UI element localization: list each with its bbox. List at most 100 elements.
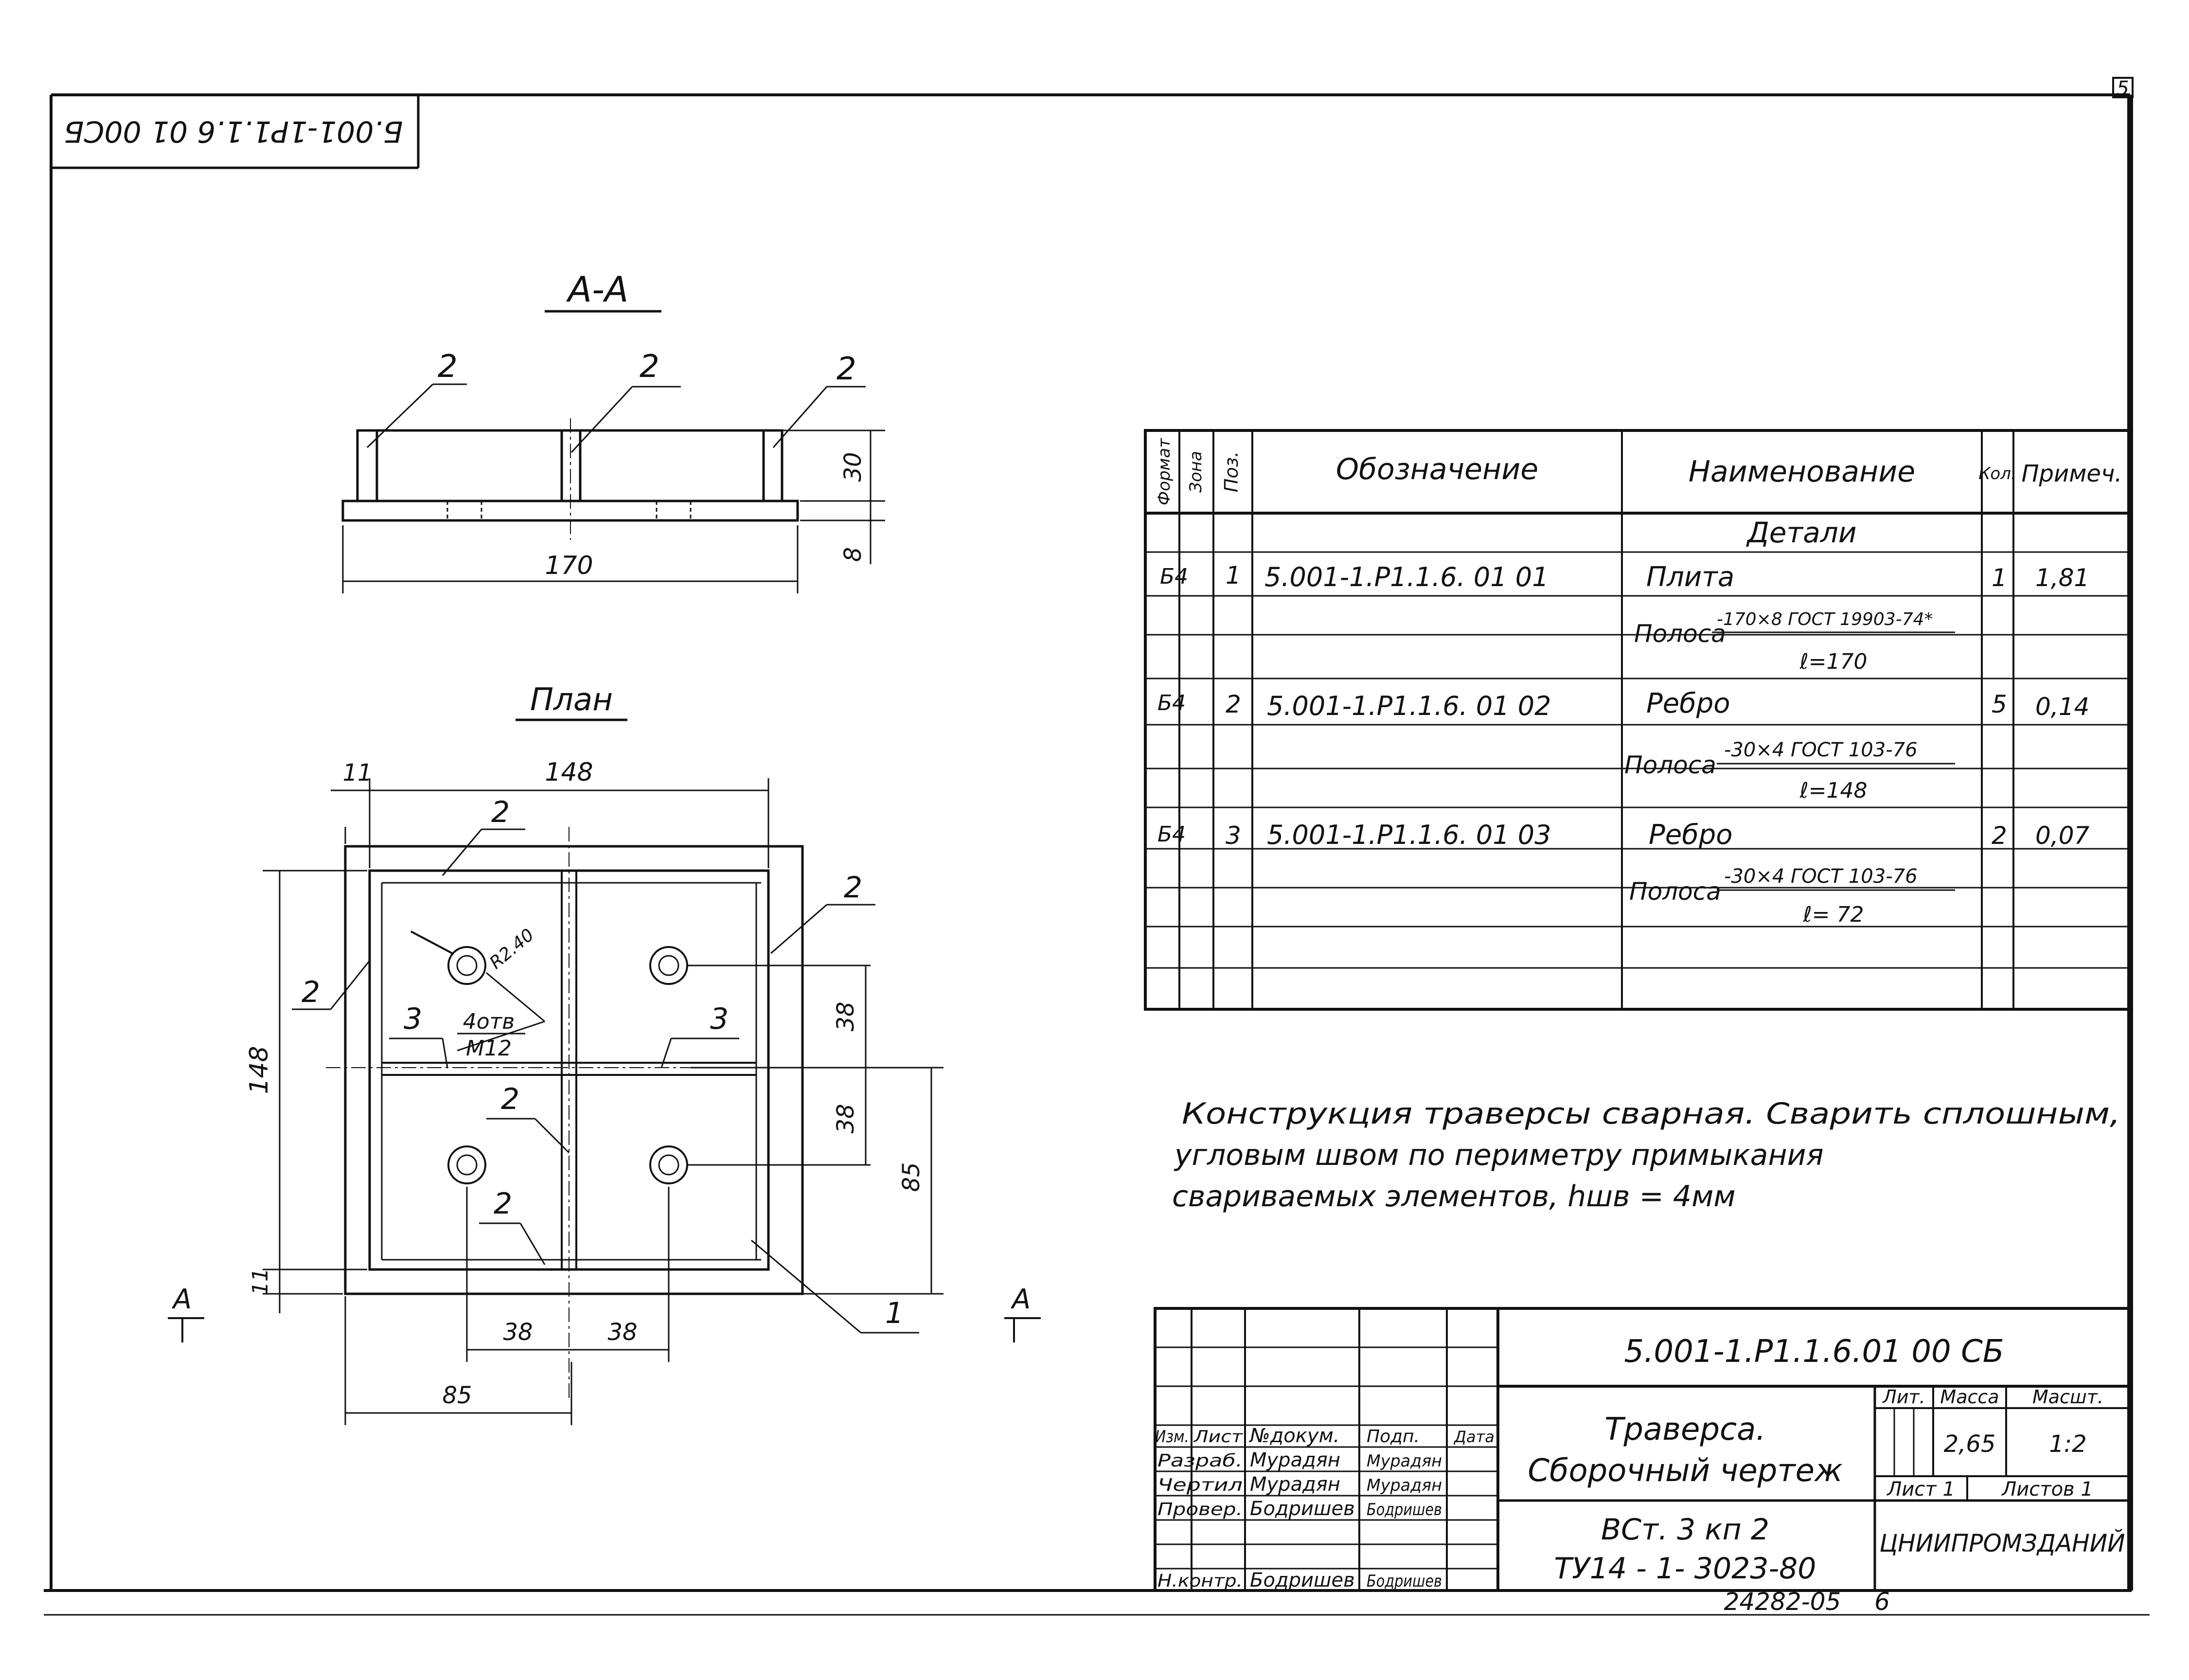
plan-dim-bottom-right: 38 xyxy=(607,1319,637,1346)
sheet-number: 5 xyxy=(2117,77,2129,100)
row-qty: 2 xyxy=(1992,822,2007,850)
row-stock-top: -30×4 ГОСТ 103-76 xyxy=(1724,739,1918,761)
plan-dim-right-total: 85 xyxy=(898,1162,925,1192)
row-stock-prefix: Полоса xyxy=(1629,877,1721,906)
top-stamp-text: Б.001-1Р1.1.6 01 00СБ xyxy=(64,114,403,148)
tb-designation: 5.001-1.Р1.1.6.01 00 СБ xyxy=(1624,1334,2004,1370)
tb-col-sign: Подп. xyxy=(1367,1427,1420,1447)
bottom-page: 6 xyxy=(1874,1588,1890,1616)
row-qty: 1 xyxy=(1992,564,2007,592)
notes: Конструкция траверсы сварная. Сварить сп… xyxy=(1172,1097,2120,1214)
tb-role-sign: Бодришев xyxy=(1367,1572,1442,1591)
row-stock-top: -30×4 ГОСТ 103-76 xyxy=(1724,865,1918,888)
row-note: 0,07 xyxy=(2035,822,2090,850)
tb-role-name: Мурадян xyxy=(1250,1449,1340,1471)
tb-role: Провер. xyxy=(1157,1500,1243,1519)
hole-label-radius: R2.40 xyxy=(486,925,538,973)
row-name: Ребро xyxy=(1646,688,1730,719)
tb-title-1: Траверса. xyxy=(1604,1412,1765,1448)
plan-label-mid-rib: 2 xyxy=(501,1082,519,1116)
tb-lit-label: Лит. xyxy=(1882,1386,1925,1408)
plan-title: План xyxy=(530,682,613,718)
row-designation: 5.001-1.Р1.1.6. 01 03 xyxy=(1267,820,1551,850)
note-line-1: Конструкция траверсы сварная. Сварить сп… xyxy=(1182,1097,2120,1131)
tb-material-1: ВСт. 3 кп 2 xyxy=(1601,1513,1769,1547)
tb-role-name: Бодришев xyxy=(1250,1498,1355,1520)
section-aa-dim-plate: 8 xyxy=(839,547,867,562)
plan-dim-top: 148 xyxy=(545,758,593,787)
spec-row: Б4 3 5.001-1.Р1.1.6. 01 03 Ребро 2 0,07 … xyxy=(1157,819,2090,927)
row-stock-top: -170×8 ГОСТ 19903-74* xyxy=(1717,609,1933,629)
row-designation: 5.001-1.Р1.1.6. 01 02 xyxy=(1267,691,1551,721)
plan-label-rib3-right: 3 xyxy=(710,1002,729,1036)
header-qty: Кол. xyxy=(1978,464,2016,483)
plan-dim-right-upper: 38 xyxy=(832,1001,859,1031)
tb-col-doc: №докум. xyxy=(1249,1425,1339,1447)
section-aa-dim-width: 170 xyxy=(545,551,593,580)
top-stamp: Б.001-1Р1.1.6 01 00СБ xyxy=(51,95,420,169)
tb-col-izm: Изм. xyxy=(1155,1427,1189,1447)
row-stock-bottom: ℓ=170 xyxy=(1799,649,1867,674)
tb-role-sign: Бодришев xyxy=(1367,1500,1442,1519)
row-stock-prefix: Полоса xyxy=(1624,751,1716,779)
row-stock-bottom: ℓ=148 xyxy=(1799,778,1867,803)
plan-dim-right-lower: 38 xyxy=(832,1104,859,1133)
sheet-number-box: 5 xyxy=(2112,77,2134,100)
spec-table: Формат Зона Поз. Обозначение Наименовани… xyxy=(1144,429,2132,1011)
bottom-code: 24282-05 xyxy=(1724,1588,1841,1616)
note-line-2: угловым швом по периметру примыкания xyxy=(1174,1138,1824,1172)
plan-label-plate: 1 xyxy=(885,1296,904,1330)
title-block: Изм. Лист №докум. Подп. Дата Разраб. Мур… xyxy=(1154,1307,2132,1592)
plan-dim-height: 148 xyxy=(245,1046,274,1094)
section-aa-title: А-А xyxy=(566,269,629,310)
row-format: Б4 xyxy=(1160,564,1188,589)
header-zone: Зона xyxy=(1186,451,1206,493)
plan-dim-bottom-margin: 11 xyxy=(248,1268,273,1295)
tb-role: Чертил xyxy=(1157,1475,1243,1495)
row-note: 0,14 xyxy=(2035,693,2089,721)
section-aa-dim-rib: 30 xyxy=(839,452,867,482)
tb-scale: 1:2 xyxy=(2049,1430,2086,1458)
plan-dim-left-margin: 11 xyxy=(342,759,372,786)
header-format: Формат xyxy=(1155,438,1174,505)
row-pos: 1 xyxy=(1226,561,1241,590)
tb-mass-label: Масса xyxy=(1940,1386,1999,1408)
note-line-3: свариваемых элементов, hшв = 4мм xyxy=(1172,1180,1736,1214)
spec-row: Б4 2 5.001-1.Р1.1.6. 01 02 Ребро 5 0,14 … xyxy=(1157,688,2089,803)
hole-label-thread: М12 xyxy=(466,1036,512,1061)
row-name: Плита xyxy=(1646,561,1734,593)
tb-role-name: Мурадян xyxy=(1250,1473,1340,1496)
section-title-details: Детали xyxy=(1745,516,1856,549)
section-aa-label-2: 2 xyxy=(640,349,659,385)
section-mark-right: А xyxy=(1011,1284,1031,1315)
section-mark-left: А xyxy=(172,1284,192,1315)
tb-role-name: Бодришев xyxy=(1250,1569,1355,1591)
row-name: Ребро xyxy=(1649,819,1733,851)
plan-label-rib3-left: 3 xyxy=(404,1002,422,1036)
row-stock-prefix: Полоса xyxy=(1634,620,1726,648)
header-pos: Поз. xyxy=(1221,451,1242,492)
row-format: Б4 xyxy=(1157,822,1186,847)
section-aa: А-А 2 2 2 170 30 xyxy=(341,269,885,593)
tb-scale-label: Масшт. xyxy=(2032,1386,2103,1408)
tb-mass: 2,65 xyxy=(1944,1430,1996,1458)
tb-material-2: ТУ14 - 1- 3023-80 xyxy=(1554,1552,1816,1586)
tb-organization: ЦНИИПРОМЗДАНИЙ xyxy=(1880,1529,2125,1557)
spec-row: Б4 1 5.001-1.Р1.1.6. 01 01 Плита 1 1,81 … xyxy=(1160,561,2089,674)
row-qty: 5 xyxy=(1992,690,2007,718)
plan-label-rib-top: 2 xyxy=(491,795,510,829)
plan-dim-bottom-left: 38 xyxy=(503,1319,533,1346)
row-pos: 3 xyxy=(1226,822,1241,850)
tb-title-2: Сборочный чертеж xyxy=(1528,1453,1843,1489)
header-note: Примеч. xyxy=(2021,460,2122,487)
plan-label-rib-right: 2 xyxy=(844,871,862,905)
row-designation: 5.001-1.Р1.1.6. 01 01 xyxy=(1264,562,1548,592)
plan-label-bottom-rib: 2 xyxy=(494,1187,512,1221)
tb-role: Разраб. xyxy=(1157,1451,1243,1471)
tb-role-sign: Мурадян xyxy=(1367,1451,1442,1471)
row-format: Б4 xyxy=(1157,691,1186,715)
header-name: Наименование xyxy=(1689,455,1915,489)
header-designation: Обозначение xyxy=(1336,452,1538,486)
plan-view: План R2.40 4отв М12 xyxy=(168,682,1041,1425)
